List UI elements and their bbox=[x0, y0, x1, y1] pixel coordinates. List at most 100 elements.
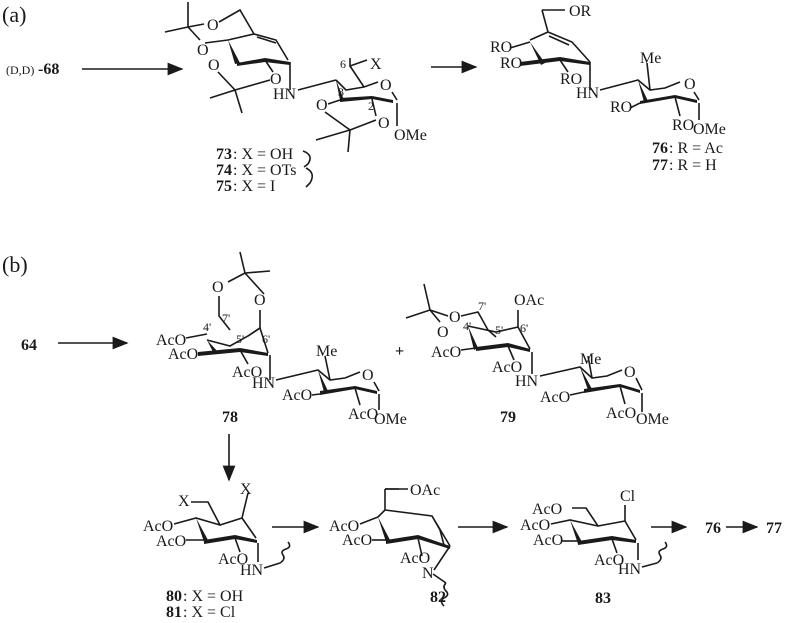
svg-text:OAc: OAc bbox=[514, 292, 544, 309]
svg-text:Me: Me bbox=[316, 343, 337, 360]
labels-76-77: 76 : R = Ac 77 : R = H bbox=[652, 140, 723, 174]
svg-text:X: X bbox=[240, 481, 252, 498]
svg-text:AcO: AcO bbox=[156, 533, 186, 550]
panel-label-b: (b) bbox=[2, 252, 28, 277]
structure-76-77: OR RO RO RO HN Me O RO RO OMe bbox=[490, 3, 726, 138]
start-compound-68: (D,D) -68 bbox=[6, 61, 59, 78]
svg-text:3: 3 bbox=[338, 85, 344, 99]
svg-text:-68: -68 bbox=[38, 61, 59, 78]
svg-text:O: O bbox=[449, 309, 461, 326]
svg-text:: X = OTs: : X = OTs bbox=[233, 162, 296, 179]
structure-79: O O 7' 4' 5' 6' OAc AcO AcO HN Me O AcO … bbox=[405, 283, 669, 428]
structure-82: OAc AcO AcO AcO N 82 bbox=[329, 482, 451, 607]
svg-text:X: X bbox=[370, 56, 382, 73]
svg-text:5': 5' bbox=[236, 332, 244, 346]
svg-text:AcO: AcO bbox=[329, 518, 359, 535]
structure-80-81: X X AcO AcO AcO HN bbox=[143, 481, 291, 579]
svg-text:OMe: OMe bbox=[636, 411, 669, 428]
compound-label-82: 82 bbox=[430, 589, 446, 606]
svg-text:HN: HN bbox=[618, 561, 642, 578]
svg-text:81: 81 bbox=[166, 604, 182, 621]
compound-label-78: 78 bbox=[222, 409, 238, 426]
svg-text:RO: RO bbox=[500, 55, 522, 72]
svg-text:: R = Ac: : R = Ac bbox=[669, 140, 723, 157]
svg-text:O: O bbox=[212, 279, 224, 296]
svg-text:OR: OR bbox=[569, 3, 592, 20]
svg-text:OMe: OMe bbox=[394, 127, 427, 144]
svg-text:AcO: AcO bbox=[520, 517, 550, 534]
svg-text:6': 6' bbox=[520, 321, 528, 335]
svg-text:AcO: AcO bbox=[232, 364, 262, 381]
svg-text:80: 80 bbox=[166, 588, 182, 605]
svg-text:: X = OH: : X = OH bbox=[183, 588, 244, 605]
svg-text:77: 77 bbox=[652, 157, 668, 174]
svg-text:O: O bbox=[437, 324, 449, 341]
svg-text:O: O bbox=[316, 97, 328, 114]
svg-text:RO: RO bbox=[672, 117, 694, 134]
svg-text:RO: RO bbox=[610, 99, 632, 116]
svg-text:AcO: AcO bbox=[168, 346, 198, 363]
labels-73-75: 73 : X = OH 74 : X = OTs 75 : X = I bbox=[216, 146, 314, 195]
svg-text:O: O bbox=[624, 364, 636, 381]
svg-text:O: O bbox=[684, 76, 696, 93]
svg-text:RO: RO bbox=[560, 71, 582, 88]
svg-text:Cl: Cl bbox=[620, 488, 636, 505]
svg-text:AcO: AcO bbox=[540, 389, 570, 406]
svg-text:AcO: AcO bbox=[431, 344, 461, 361]
svg-text:Me: Me bbox=[580, 351, 601, 368]
svg-text:OMe: OMe bbox=[374, 411, 407, 428]
start-compound-64: 64 bbox=[21, 337, 37, 354]
svg-text:OAc: OAc bbox=[410, 482, 440, 499]
svg-text:: X = OH: : X = OH bbox=[233, 146, 294, 163]
svg-text:AcO: AcO bbox=[492, 359, 522, 376]
svg-text:N: N bbox=[422, 565, 434, 582]
svg-text:OMe: OMe bbox=[693, 121, 726, 138]
svg-text:HN: HN bbox=[252, 375, 276, 392]
structure-73-75: O O O O HN 6 X O 3 2 O O OMe bbox=[164, 2, 427, 153]
svg-text:: X = Cl: : X = Cl bbox=[183, 604, 236, 621]
svg-text:AcO: AcO bbox=[156, 332, 186, 349]
svg-text:O: O bbox=[254, 292, 266, 309]
svg-text:O: O bbox=[362, 367, 374, 384]
structure-83: Cl AcO AcO AcO AcO HN 83 bbox=[520, 488, 668, 607]
svg-text:: R = H: : R = H bbox=[669, 157, 717, 174]
svg-text:RO: RO bbox=[490, 39, 512, 56]
svg-text:O: O bbox=[208, 57, 220, 74]
svg-text:HN: HN bbox=[240, 562, 264, 579]
svg-text:Me: Me bbox=[640, 50, 661, 67]
svg-text:HN: HN bbox=[576, 85, 600, 102]
panel-label-a: (a) bbox=[2, 2, 26, 27]
svg-text:HN: HN bbox=[273, 86, 297, 103]
compound-label-79: 79 bbox=[500, 409, 516, 426]
svg-text:73: 73 bbox=[216, 146, 232, 163]
svg-text:O: O bbox=[380, 77, 392, 94]
svg-text:AcO: AcO bbox=[532, 501, 562, 518]
svg-text:AcO: AcO bbox=[400, 550, 430, 567]
svg-text:76: 76 bbox=[652, 140, 668, 157]
svg-text:7': 7' bbox=[478, 299, 486, 313]
svg-text:6: 6 bbox=[340, 57, 346, 71]
svg-text:X: X bbox=[178, 493, 190, 510]
svg-text:AcO: AcO bbox=[348, 406, 378, 423]
svg-text:: X = I: : X = I bbox=[233, 178, 275, 195]
svg-text:6': 6' bbox=[262, 332, 270, 346]
svg-text:O: O bbox=[197, 42, 209, 59]
structure-78: O O 7' 4' 5' 6' AcO AcO AcO HN Me O AcO … bbox=[156, 251, 407, 428]
svg-text:75: 75 bbox=[216, 178, 232, 195]
labels-80-81: 80 : X = OH 81 : X = Cl bbox=[166, 588, 244, 621]
svg-text:74: 74 bbox=[216, 162, 232, 179]
compound-label-76: 76 bbox=[705, 520, 721, 537]
plus-sign: + bbox=[395, 343, 404, 360]
svg-text:AcO: AcO bbox=[594, 552, 624, 569]
svg-text:AcO: AcO bbox=[282, 387, 312, 404]
compound-label-83: 83 bbox=[595, 590, 611, 607]
svg-text:5': 5' bbox=[495, 323, 503, 337]
svg-text:AcO: AcO bbox=[533, 532, 563, 549]
svg-text:AcO: AcO bbox=[342, 532, 372, 549]
svg-text:AcO: AcO bbox=[606, 405, 636, 422]
svg-text:O: O bbox=[270, 71, 282, 88]
svg-text:7': 7' bbox=[222, 311, 230, 325]
compound-label-77: 77 bbox=[766, 520, 782, 537]
svg-text:2: 2 bbox=[368, 99, 374, 113]
